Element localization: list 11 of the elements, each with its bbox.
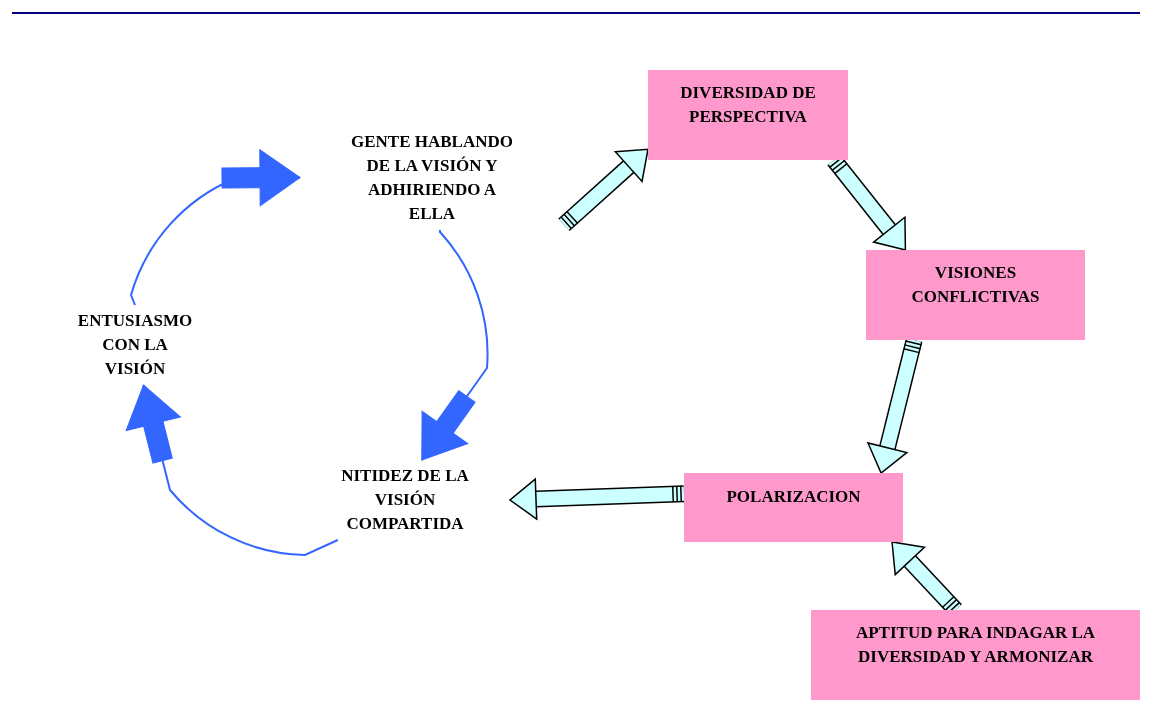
process-box bbox=[684, 473, 903, 542]
process-box bbox=[811, 610, 1140, 700]
process-box bbox=[648, 70, 848, 160]
node-label: VISIONES CONFLICTIVAS bbox=[910, 262, 1041, 308]
node-label: DIVERSIDAD DE PERSPECTIVA bbox=[679, 82, 817, 128]
node-label: POLARIZACION bbox=[725, 486, 862, 508]
process-box bbox=[866, 250, 1085, 340]
node-label: GENTE HABLANDO DE LA VISIÓN Y ADHIRIENDO A ELLA bbox=[350, 130, 514, 225]
node-label: NITIDEZ DE LA VISIÓN COMPARTIDA bbox=[340, 465, 470, 535]
node-label: ENTUSIASMO CON LA VISIÓN bbox=[76, 310, 194, 380]
node-label: APTITUD PARA INDAGAR LA DIVERSIDAD Y ARMONIZAR bbox=[854, 622, 1097, 668]
